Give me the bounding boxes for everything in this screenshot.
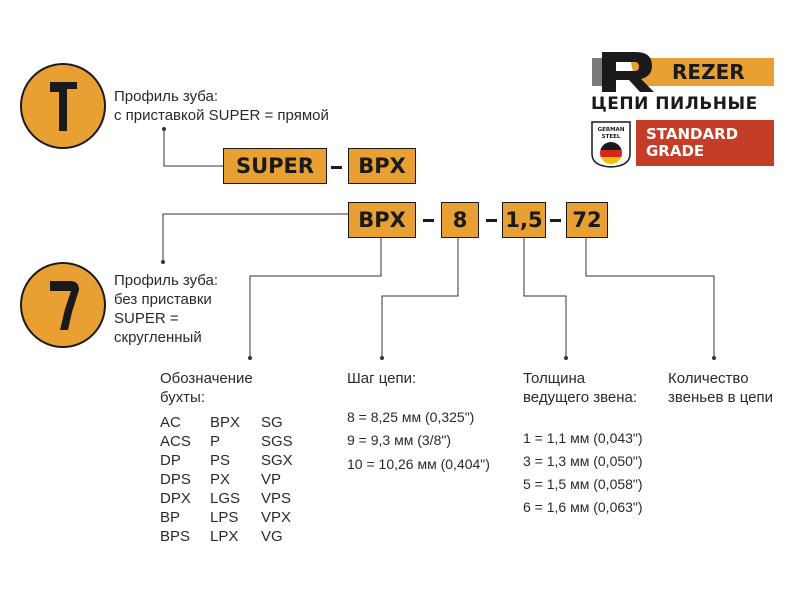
straight-tooth-profile-icon	[20, 63, 106, 149]
code-box-links: 72	[566, 202, 608, 238]
connector-dot	[712, 356, 716, 360]
code-box-type: BPX	[348, 202, 416, 238]
rounded-tooth-profile-icon	[20, 262, 106, 348]
brand-name: REZER	[672, 60, 745, 84]
gauge-value: 5 = 1,5 мм (0,058")	[523, 476, 643, 492]
connector-dot	[162, 127, 166, 131]
code-box-super: SUPER	[223, 148, 327, 184]
connector-dot	[380, 356, 384, 360]
gauge-title: Толщина ведущего звена:	[523, 370, 638, 406]
code-box-bpx-top: BPX	[348, 148, 416, 184]
svg-text:STEEL: STEEL	[602, 134, 621, 140]
links-title: Количество звеньев в цепи	[668, 370, 773, 406]
gauge-value: 6 = 1,6 мм (0,063")	[523, 499, 643, 515]
profile-bottom-label: Профиль зуба: без приставки SUPER = скру…	[114, 272, 219, 346]
code-separator	[550, 219, 561, 222]
connector-dot	[564, 356, 568, 360]
connector-dot	[248, 356, 252, 360]
connector-gauge	[523, 238, 567, 358]
code-separator	[331, 166, 342, 169]
coil-title: Обозначение бухты:	[160, 370, 253, 406]
profile-top-label: Профиль зуба: с приставкой SUPER = прямо…	[114, 88, 329, 124]
code-box-gauge: 1,5	[502, 202, 546, 238]
german-steel-badge: GERMAN STEEL	[591, 121, 631, 168]
connector-bottom-profile	[162, 213, 348, 262]
code-separator	[486, 219, 497, 222]
code-separator	[423, 219, 434, 222]
gauge-value: 3 = 1,3 мм (0,050")	[523, 453, 643, 469]
connector-dot	[161, 260, 165, 264]
connector-pitch	[381, 238, 459, 358]
svg-text:GERMAN: GERMAN	[598, 127, 625, 133]
gauge-value: 1 = 1,1 мм (0,043")	[523, 430, 643, 446]
pitch-value: 8 = 8,25 мм (0,325")	[347, 409, 475, 425]
grade-line-1: STANDARD	[646, 125, 739, 143]
grade-line-2: GRADE	[646, 142, 705, 160]
brand-tagline: ЦЕПИ ПИЛЬНЫЕ	[591, 94, 758, 114]
connector-top-profile	[163, 129, 223, 167]
connector-coil	[249, 238, 382, 358]
german-flag-icon	[600, 142, 622, 164]
pitch-value: 9 = 9,3 мм (3/8")	[347, 432, 451, 448]
pitch-value: 10 = 10,26 мм (0,404")	[347, 456, 490, 472]
standard-grade-badge: STANDARD GRADE	[636, 120, 774, 166]
pitch-title: Шаг цепи:	[347, 370, 417, 387]
connector-links	[585, 238, 715, 358]
code-box-pitch: 8	[441, 202, 479, 238]
rezer-logo: REZER	[592, 52, 774, 92]
